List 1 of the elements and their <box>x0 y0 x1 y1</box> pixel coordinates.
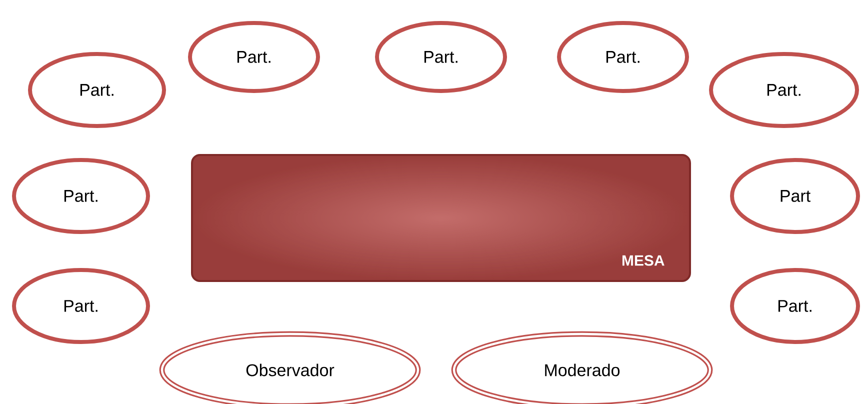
table-box: MESA <box>191 154 691 282</box>
